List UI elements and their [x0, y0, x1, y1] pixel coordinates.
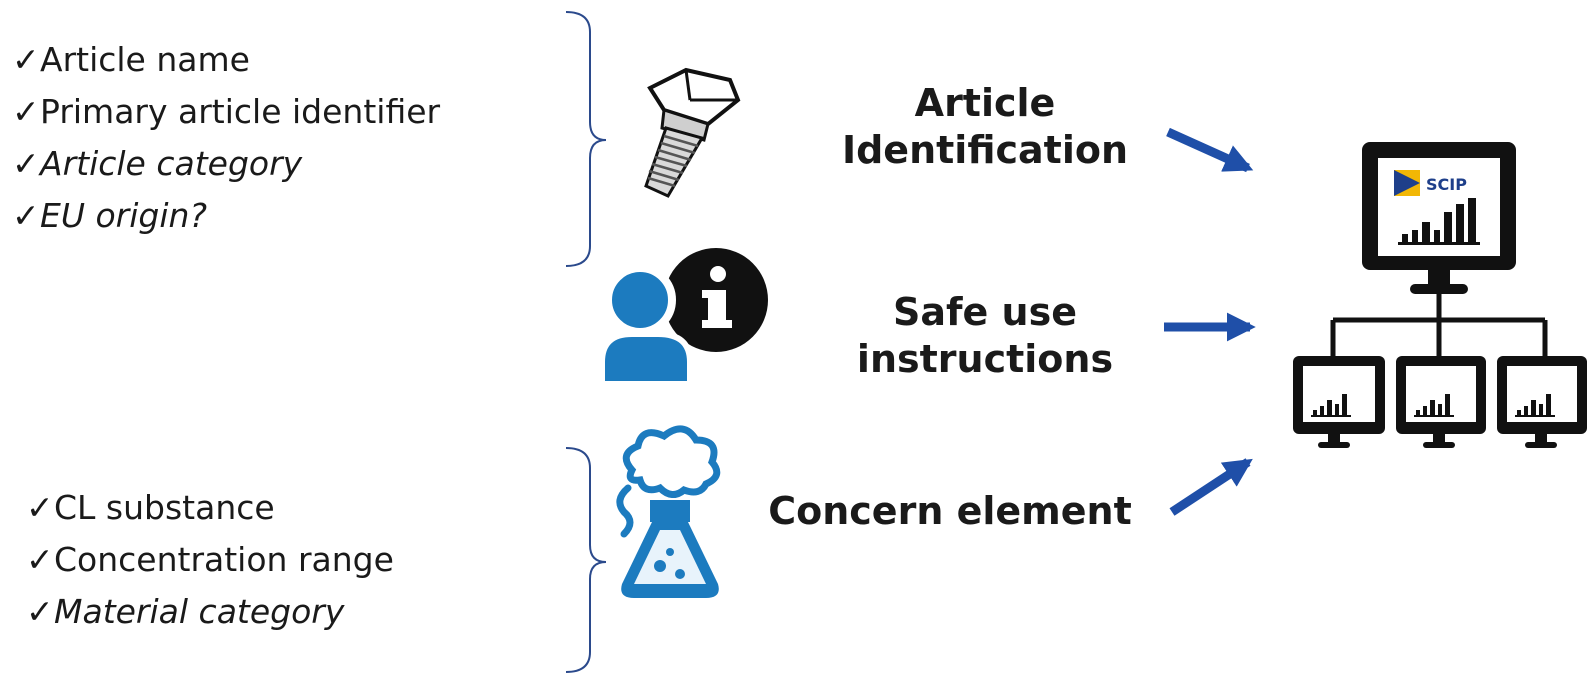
list-item: ✓Article category	[12, 138, 440, 190]
arrow-concern	[1169, 458, 1253, 516]
label-line: instructions	[856, 337, 1114, 381]
safe-use-label: Safe use instructions	[790, 289, 1180, 383]
concern-element-list: ✓CL substance ✓Concentration range ✓Mate…	[26, 482, 394, 638]
list-item: ✓Primary article identifier	[12, 86, 440, 138]
bolt-icon	[644, 67, 741, 198]
client-monitor-middle	[1396, 356, 1486, 448]
list-item: ✓CL substance	[26, 482, 394, 534]
arrow-article	[1166, 127, 1254, 173]
client-monitor-left	[1293, 356, 1385, 448]
client-monitor-right	[1497, 356, 1587, 448]
list-item: ✓Concentration range	[26, 534, 394, 586]
check-icon: ✓	[26, 540, 54, 579]
top-bracket	[565, 11, 607, 267]
article-identification-list: ✓Article name ✓Primary article identifie…	[12, 34, 440, 242]
check-icon: ✓	[26, 592, 54, 631]
user-info-icon	[599, 248, 768, 387]
check-icon: ✓	[12, 40, 40, 79]
bottom-bracket	[565, 447, 607, 673]
concern-element-label: Concern element	[740, 488, 1160, 535]
flask-icon	[616, 425, 721, 598]
check-icon: ✓	[26, 488, 54, 527]
label-line: Article	[914, 81, 1056, 125]
bar-chart-icon	[1398, 198, 1480, 245]
scip-logo: SCIP	[1394, 170, 1467, 196]
label-line: Safe use	[893, 290, 1077, 334]
network-monitors-icon: SCIP	[1293, 142, 1587, 448]
label-line: Identification	[841, 128, 1129, 172]
check-icon: ✓	[12, 144, 40, 183]
article-identification-label: Article Identification	[790, 80, 1180, 174]
scip-logo-text: SCIP	[1426, 175, 1467, 194]
list-item: ✓Article name	[12, 34, 440, 86]
list-item: ✓EU origin?	[12, 190, 440, 242]
check-icon: ✓	[12, 196, 40, 235]
label-line: Concern element	[768, 489, 1132, 533]
list-item: ✓Material category	[26, 586, 394, 638]
check-icon: ✓	[12, 92, 40, 131]
